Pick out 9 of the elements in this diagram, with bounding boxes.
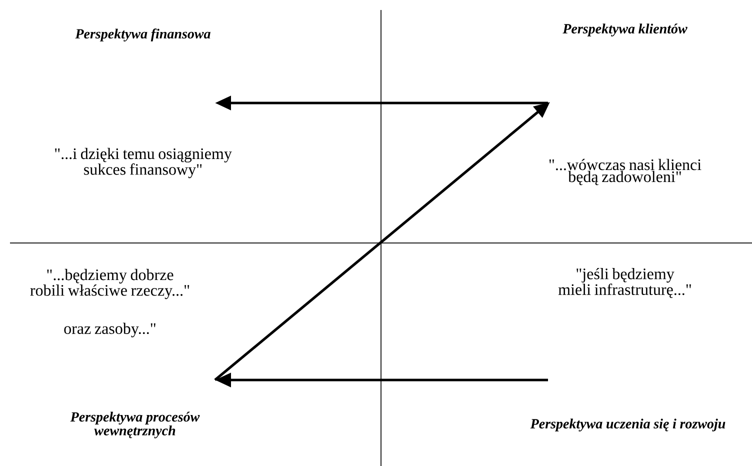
quote-text: "...wówczas nasi klienci będą zadowoleni" [549, 158, 702, 186]
quote-text: oraz zasoby..." [64, 322, 156, 338]
perspective-heading: Perspektywa procesów wewnętrznych [70, 412, 200, 438]
quote-text: "jeśli będziemy mieli infrastruturę..." [558, 268, 691, 298]
perspective-heading: Perspektywa klientów [562, 24, 688, 36]
quote-text: "...będziemy dobrze robili właściwe rzeczy..." [30, 268, 190, 300]
quote-text: "...i dzięki temu osiągniemy sukces finansowy" [55, 148, 232, 178]
perspective-heading: Perspektywa uczenia się i rozwoju [530, 418, 726, 432]
perspective-heading: Perspektywa finansowa [75, 28, 210, 42]
